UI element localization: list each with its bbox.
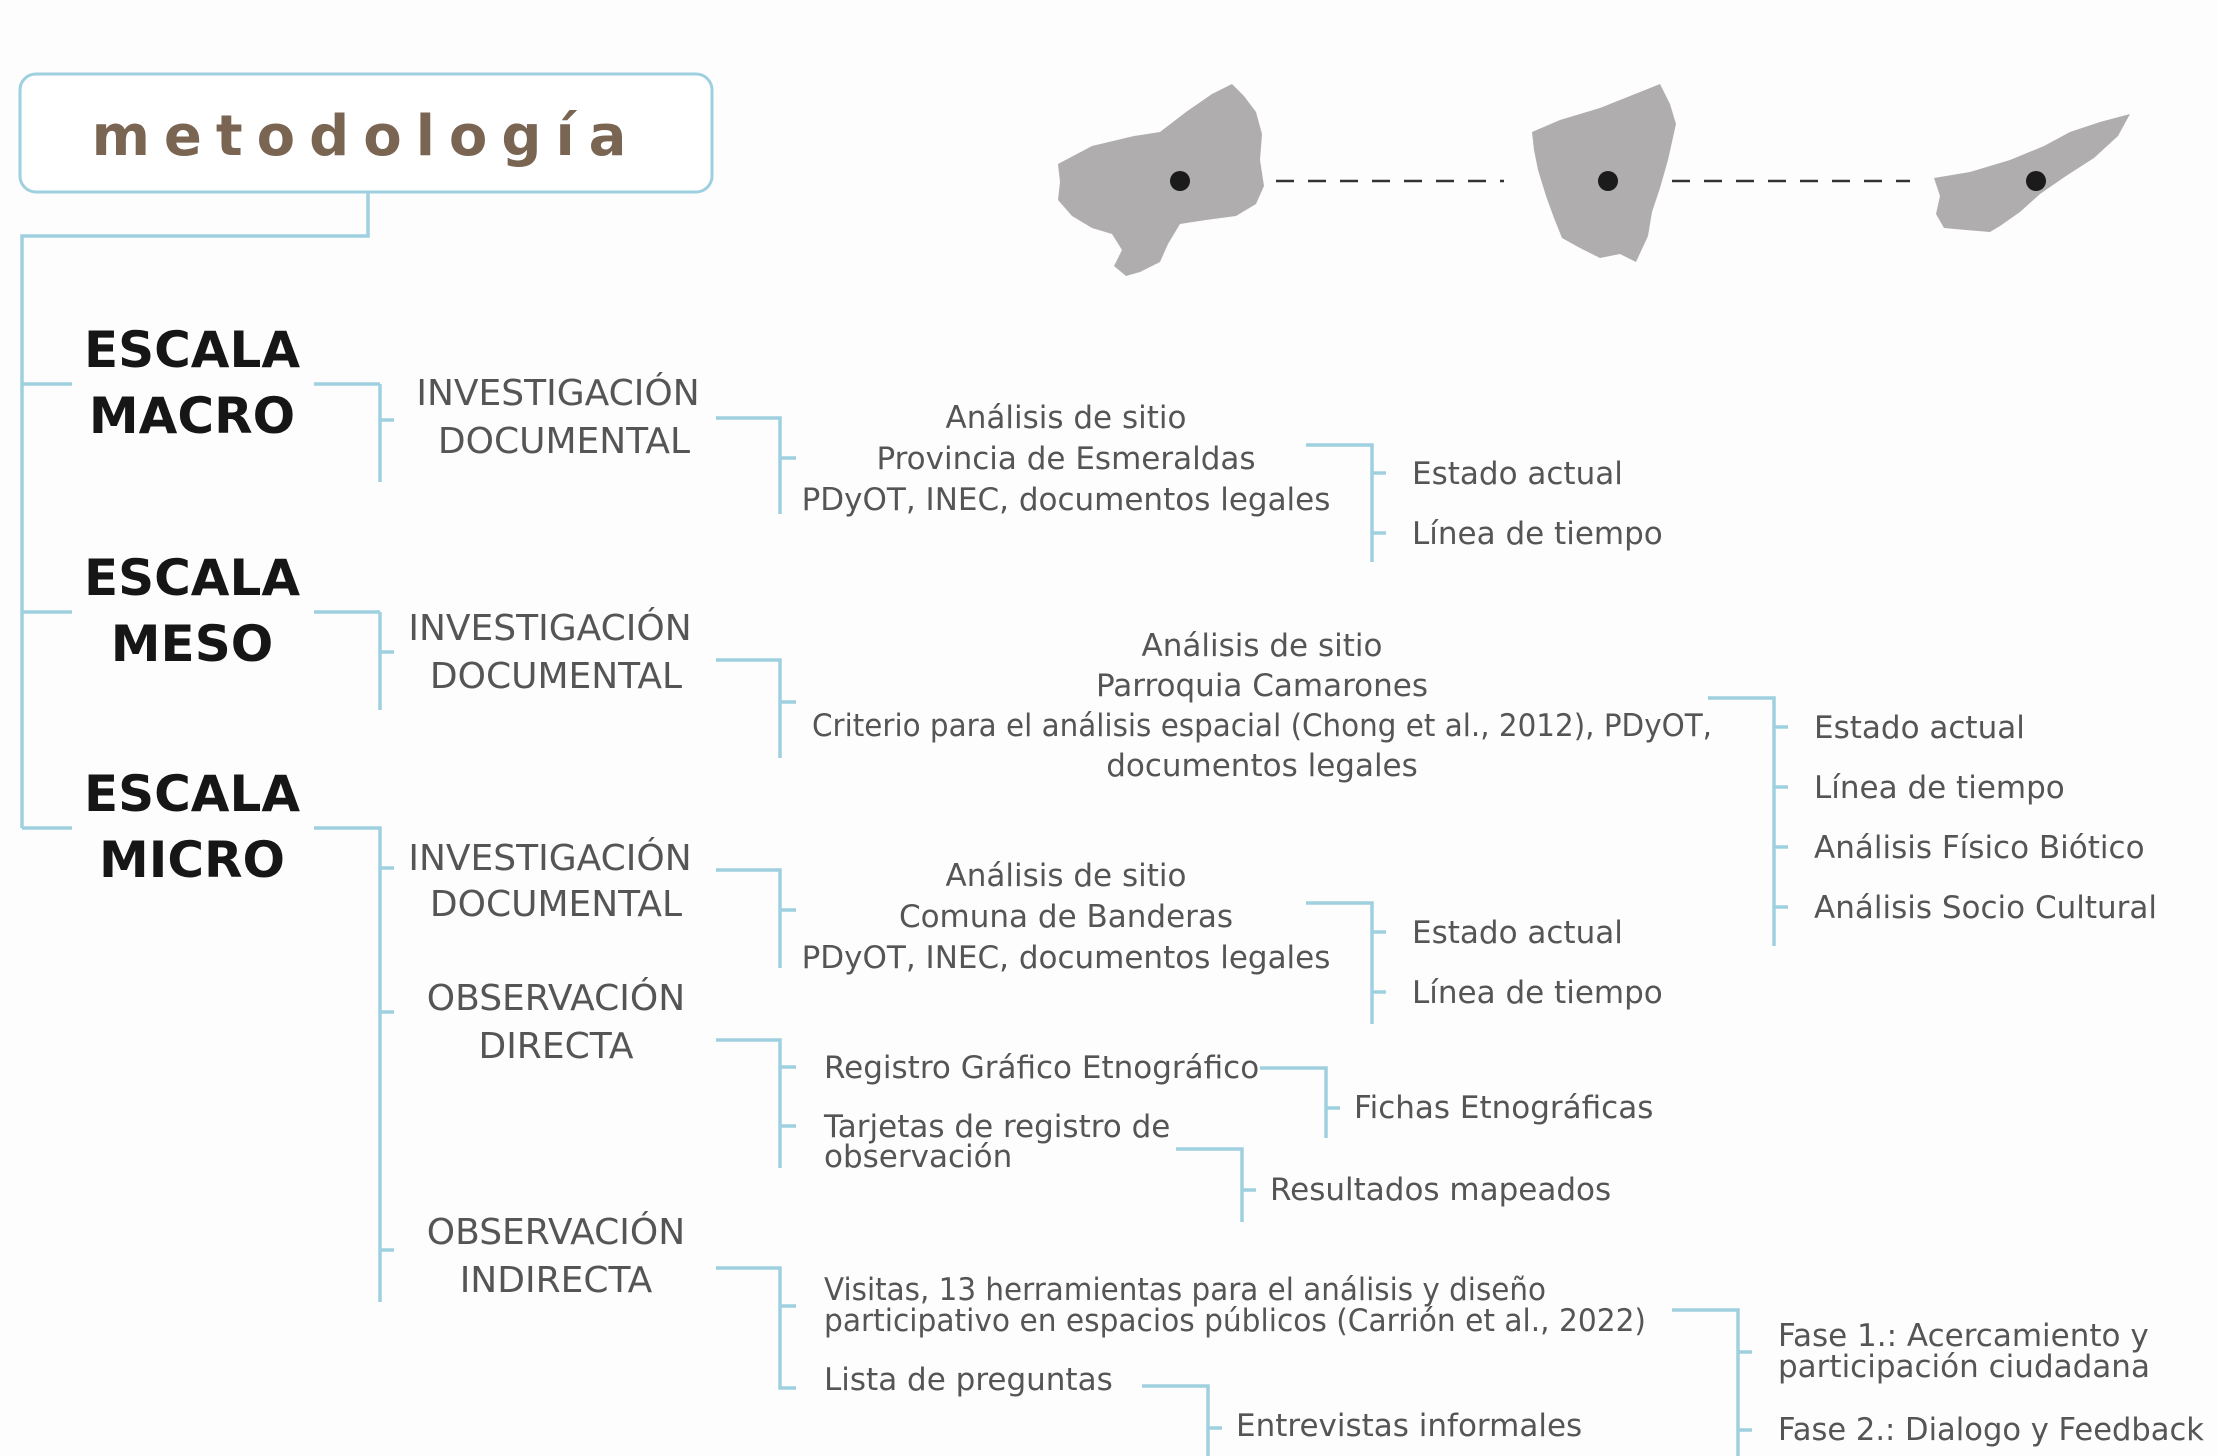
outcome-fichas: Fichas Etnográficas xyxy=(1354,1090,1653,1126)
method-inv-macro-line1: INVESTIGACIÓN xyxy=(416,372,699,414)
detail-visitas-line2: participativo en espacios públicos (Carr… xyxy=(824,1303,1646,1339)
detail-micro-line1: Análisis de sitio xyxy=(946,858,1187,894)
outcome-fase2: Fase 2.: Dialogo y Feedback xyxy=(1778,1412,2204,1448)
detail-macro-line1: Análisis de sitio xyxy=(946,400,1187,436)
outcome-meso-linea: Línea de tiempo xyxy=(1814,770,2065,806)
scale-labels: ESCALA MACRO ESCALA MESO ESCALA MICRO xyxy=(84,321,300,889)
detail-macro-line3: PDyOT, INEC, documentos legales xyxy=(802,482,1331,518)
province-marker xyxy=(1170,171,1190,191)
parish-marker xyxy=(1598,171,1618,191)
outcome-meso-socio: Análisis Socio Cultural xyxy=(1814,890,2157,926)
outcome-labels: Estado actual Línea de tiempo Estado act… xyxy=(1236,456,2204,1448)
detail-lista-preguntas: Lista de preguntas xyxy=(824,1362,1113,1398)
outcome-macro-estado: Estado actual xyxy=(1412,456,1623,492)
method-labels: INVESTIGACIÓN DOCUMENTAL INVESTIGACIÓN D… xyxy=(408,372,699,1301)
method-inv-macro-line2: DOCUMENTAL xyxy=(438,421,690,462)
title-block: metodología xyxy=(18,72,714,194)
detail-tarjetas-line2: observación xyxy=(824,1139,1012,1175)
commune-marker xyxy=(2026,171,2046,191)
method-inv-micro-line1: INVESTIGACIÓN xyxy=(408,837,691,879)
scale-micro-line1: ESCALA xyxy=(84,765,300,823)
method-inv-meso-line2: DOCUMENTAL xyxy=(430,656,682,697)
detail-micro-line3: PDyOT, INEC, documentos legales xyxy=(802,940,1331,976)
outcome-meso-fisico: Análisis Físico Biótico xyxy=(1814,830,2145,866)
outcome-fase1-line2: participación ciudadana xyxy=(1778,1349,2150,1385)
method-inv-meso-line1: INVESTIGACIÓN xyxy=(408,607,691,649)
scale-macro-line2: MACRO xyxy=(89,387,295,445)
detail-meso-line2: Parroquia Camarones xyxy=(1096,668,1428,704)
outcome-meso-estado: Estado actual xyxy=(1814,710,2025,746)
detail-tarjetas-line1: Tarjetas de registro de xyxy=(823,1109,1170,1145)
scale-meso-line1: ESCALA xyxy=(84,549,300,607)
outcome-micro-estado: Estado actual xyxy=(1412,915,1623,951)
method-obs-indirecta-line1: OBSERVACIÓN xyxy=(427,1211,685,1253)
detail-visitas-line1: Visitas, 13 herramientas para el análisi… xyxy=(824,1272,1546,1308)
connector-lines xyxy=(20,192,1788,1456)
outcome-fase1-line1: Fase 1.: Acercamiento y xyxy=(1778,1318,2149,1354)
detail-micro-line2: Comuna de Banderas xyxy=(899,899,1233,935)
page-title: metodología xyxy=(92,104,641,169)
outcome-entrevistas: Entrevistas informales xyxy=(1236,1408,1582,1444)
detail-meso-line1: Análisis de sitio xyxy=(1142,628,1383,664)
detail-blocks: Análisis de sitio Provincia de Esmeralda… xyxy=(802,400,1712,1398)
title-box xyxy=(18,72,714,194)
method-obs-indirecta-line2: INDIRECTA xyxy=(460,1260,653,1301)
scale-macro-line1: ESCALA xyxy=(84,321,300,379)
scale-micro-line2: MICRO xyxy=(99,831,285,889)
detail-meso-line4: documentos legales xyxy=(1106,748,1418,784)
detail-meso-line3: Criterio para el análisis espacial (Chon… xyxy=(812,708,1712,744)
method-obs-directa-line2: DIRECTA xyxy=(478,1026,633,1067)
detail-macro-line2: Provincia de Esmeraldas xyxy=(876,441,1255,477)
outcome-resultados: Resultados mapeados xyxy=(1270,1172,1611,1208)
method-obs-directa-line1: OBSERVACIÓN xyxy=(427,977,685,1019)
outcome-macro-linea: Línea de tiempo xyxy=(1412,516,1663,552)
province-map xyxy=(1058,84,1264,276)
detail-registro-grafico: Registro Gráfico Etnográfico xyxy=(824,1050,1259,1086)
outcome-micro-linea: Línea de tiempo xyxy=(1412,975,1663,1011)
method-inv-micro-line2: DOCUMENTAL xyxy=(430,884,682,925)
maps-row xyxy=(1058,84,2130,276)
scale-meso-line2: MESO xyxy=(111,615,273,673)
